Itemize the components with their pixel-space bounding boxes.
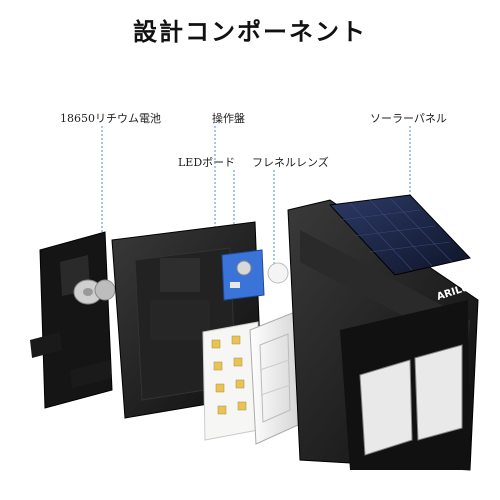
main-housing [287, 199, 479, 471]
label-battery: 18650リチウム電池 [60, 112, 161, 125]
label-solar-panel: ソーラーパネル [370, 112, 447, 125]
battery [73, 279, 116, 305]
solar-panel [328, 194, 471, 276]
label-fresnel-lens: フレネルレンズ [252, 156, 329, 169]
control-board [221, 249, 265, 301]
sensor-dome [267, 262, 289, 284]
led-board [202, 321, 259, 441]
fresnel-lens [249, 311, 299, 445]
page-title: 設計コンポーネント [133, 18, 367, 46]
back-mounting-plate [30, 231, 113, 409]
label-control-board: 操作盤 [212, 112, 245, 125]
label-led-board: LEDボード [178, 156, 236, 169]
